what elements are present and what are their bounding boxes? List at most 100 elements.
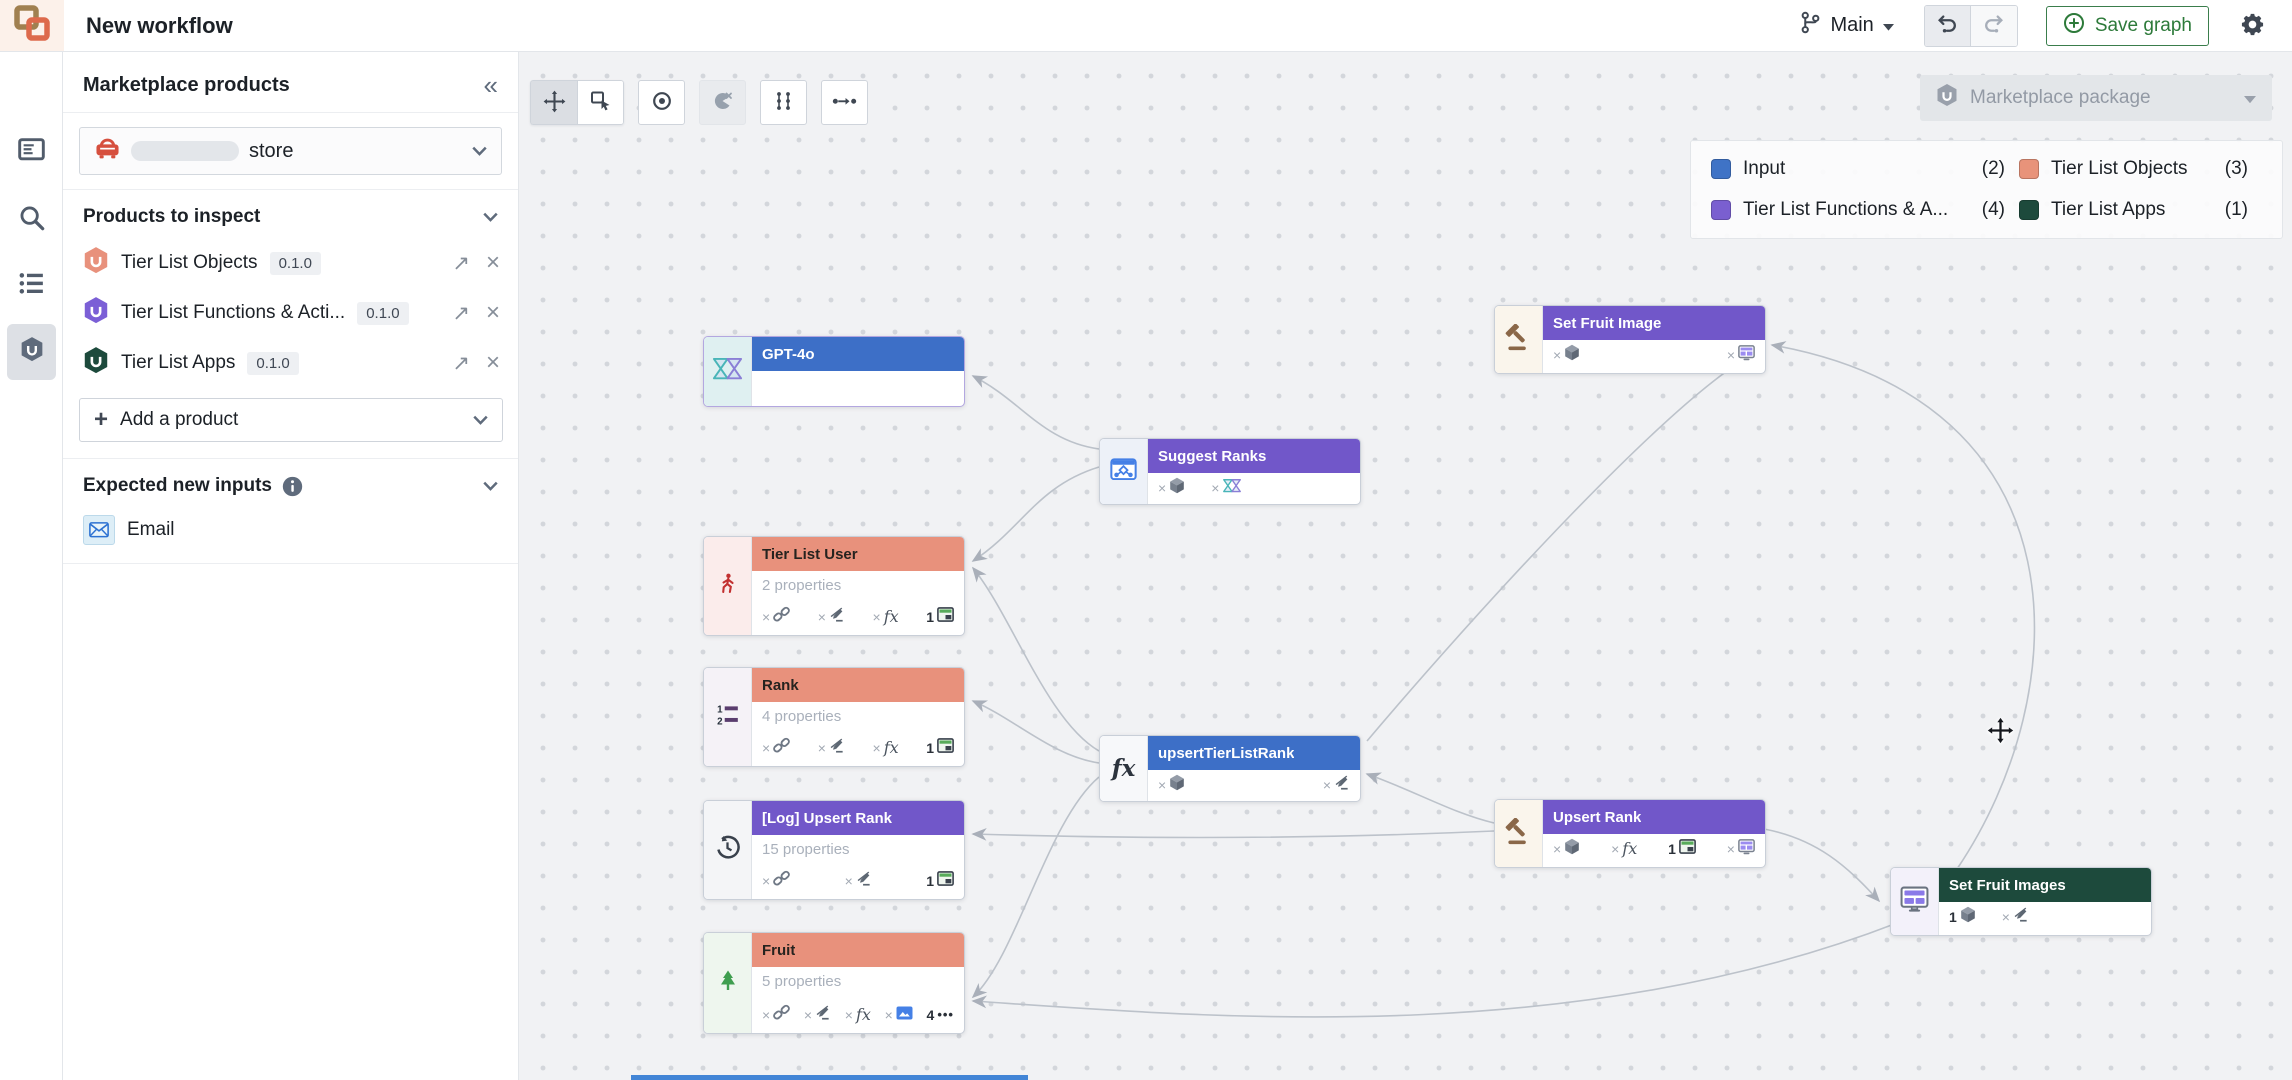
rail-item-panel[interactable]	[7, 130, 56, 174]
list-icon	[19, 272, 44, 300]
page-title: New workflow	[86, 12, 233, 38]
open-product-button[interactable]: ↗	[452, 251, 470, 275]
chip-cube[interactable]: ×	[1553, 838, 1580, 860]
chip-pen[interactable]: ×	[818, 738, 845, 758]
node-content: upsertTierListRank × ×	[1148, 736, 1360, 801]
node-set-fruit-image[interactable]: Set Fruit Image××	[1494, 305, 1766, 374]
undo-redo-group	[1923, 4, 2018, 47]
tool-align-button[interactable]	[760, 80, 807, 125]
node-set-fruit-images[interactable]: Set Fruit Images 1 ×	[1890, 867, 2152, 936]
tool-target-button[interactable]	[638, 80, 685, 125]
legend-swatch	[2019, 159, 2039, 179]
product-label: Tier List Apps	[121, 352, 236, 373]
chip-pen[interactable]: ×	[2002, 907, 2029, 927]
remove-product-button[interactable]: ×	[485, 299, 500, 326]
chip-prefix: ×	[844, 1007, 853, 1023]
marketplace-package-dropdown[interactable]: Marketplace package	[1920, 75, 2272, 121]
save-graph-button[interactable]: Save graph	[2045, 5, 2209, 46]
node-body: 5 properties×××fx×4•••	[752, 967, 964, 1033]
chip-link[interactable]: ×	[762, 870, 791, 892]
chip-cube[interactable]: ×	[1158, 774, 1185, 796]
tool-flow-button[interactable]	[821, 80, 868, 125]
node-type-iconbox	[1100, 439, 1148, 504]
node-suggest-ranks[interactable]: Suggest Ranks × ×	[1099, 438, 1361, 505]
chip-pen[interactable]: ×	[845, 871, 872, 891]
rail-item-package[interactable]	[7, 324, 56, 380]
remove-product-button[interactable]: ×	[485, 249, 500, 276]
tool-trim-button[interactable]	[699, 80, 746, 125]
product-row[interactable]: Tier List Functions & Acti...0.1.0↗×	[63, 288, 518, 338]
chip-cube[interactable]: ×	[1158, 477, 1185, 499]
chip-fx[interactable]: ×fx	[1611, 839, 1637, 859]
open-product-button[interactable]: ↗	[452, 301, 470, 325]
section-title: Products to inspect	[83, 206, 261, 227]
add-product-button[interactable]: + Add a product	[79, 398, 503, 442]
gavel-icon	[1505, 323, 1532, 356]
chip-cube[interactable]: ×	[1553, 344, 1580, 366]
remove-product-button[interactable]: ×	[485, 349, 500, 376]
chip-window-purple[interactable]: ×	[1727, 838, 1755, 860]
rail-item-list[interactable]	[7, 264, 56, 308]
chip-prefix: ×	[1211, 480, 1220, 496]
node-body	[752, 371, 964, 406]
chip-window-purple[interactable]: ×	[1727, 344, 1755, 366]
chip-link[interactable]: ×	[762, 1004, 791, 1026]
legend-label: Tier List Functions & A...	[1743, 199, 1949, 220]
chip-gpt-small[interactable]: ×	[1211, 478, 1242, 498]
node-header: Suggest Ranks	[1148, 439, 1360, 473]
top-bar: New workflow Main Save graph	[0, 0, 2292, 52]
chip-fx[interactable]: ×fx	[845, 1005, 871, 1025]
pen-icon	[856, 871, 872, 891]
legend-item[interactable]: Tier List Functions & A...(4)	[1711, 199, 2019, 221]
collapse-panel-button[interactable]: «	[483, 70, 498, 100]
chip-window-green[interactable]: 1	[926, 738, 954, 758]
products-to-inspect-header[interactable]: Products to inspect	[63, 190, 518, 238]
chip-pen[interactable]: ×	[804, 1005, 831, 1025]
plus-icon: +	[94, 406, 109, 433]
chip-cube[interactable]: 1	[1949, 906, 1976, 928]
legend-item[interactable]: Tier List Apps(1)	[2019, 199, 2262, 221]
graph-canvas[interactable]: Marketplace package Input(2)Tier List Ob…	[519, 52, 2292, 1080]
legend-swatch	[2019, 200, 2039, 220]
tool-marquee-button[interactable]	[577, 80, 624, 125]
chip-pen[interactable]: ×	[1323, 775, 1350, 795]
open-product-button[interactable]: ↗	[452, 351, 470, 375]
expected-inputs-list: Email	[63, 507, 518, 563]
chip-fx[interactable]: ×fx	[873, 738, 899, 758]
legend-item[interactable]: Input(2)	[1711, 158, 2019, 180]
legend-item[interactable]: Tier List Objects(3)	[2019, 158, 2262, 180]
chip-window-green[interactable]: 1	[926, 871, 954, 891]
node-gpt-4o[interactable]: GPT-4o	[703, 336, 965, 407]
node-header: Set Fruit Images	[1939, 868, 2151, 902]
chip-link[interactable]: ×	[762, 737, 791, 759]
store-dropdown[interactable]: store	[79, 127, 502, 175]
chip-link[interactable]: ×	[762, 606, 791, 628]
chip-image[interactable]: ×	[885, 1006, 913, 1025]
app-logo	[0, 0, 64, 51]
expected-input-row[interactable]: Email	[63, 507, 518, 563]
chip-prefix: 4	[926, 1007, 935, 1023]
chip-fx[interactable]: ×fx	[873, 607, 899, 627]
chip-dots[interactable]: 4•••	[927, 1006, 954, 1024]
chip-pen[interactable]: ×	[818, 607, 845, 627]
settings-button[interactable]	[2239, 11, 2266, 41]
redo-button[interactable]	[1970, 5, 2017, 46]
chip-window-green[interactable]: 1	[926, 607, 954, 627]
chip-window-green[interactable]: 1	[1668, 839, 1696, 859]
undo-button[interactable]	[1924, 5, 1971, 46]
rail-item-search[interactable]	[7, 198, 56, 242]
tool-move-button[interactable]	[530, 80, 577, 125]
branch-selector[interactable]: Main	[1800, 11, 1894, 40]
info-icon	[282, 476, 303, 497]
product-label: Tier List Objects	[121, 252, 258, 273]
expected-new-inputs-header[interactable]: Expected new inputs	[63, 459, 518, 507]
node-title: upsertTierListRank	[1158, 744, 1295, 762]
